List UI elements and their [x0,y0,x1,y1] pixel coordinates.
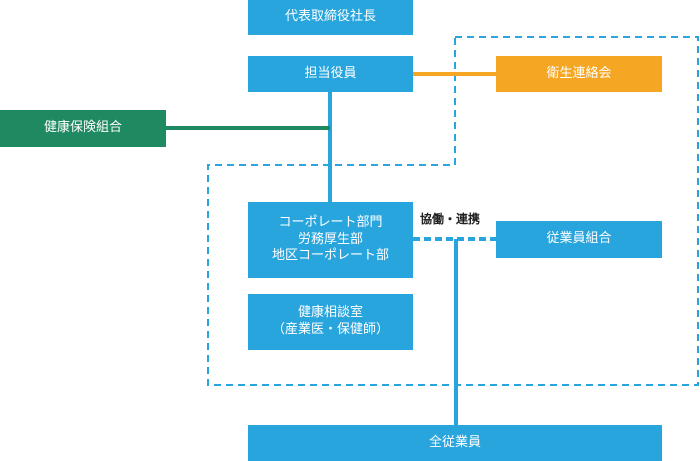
node-ceo-label: 代表取締役社長 [284,9,376,25]
node-all-employees-label: 全従業員 [428,434,481,450]
node-officer-label: 担当役員 [304,65,357,81]
dashed-scope-frame [207,36,699,386]
node-health-room: 健康相談室 （産業医・保健師） [248,294,413,350]
node-corporate-dept: コーポレート部門 労務厚生部 地区コーポレート部 [248,202,413,278]
node-safety-committee-label: 衛生連絡会 [546,65,612,81]
node-employee-union: 従業員組合 [496,221,662,258]
node-officer: 担当役員 [248,56,413,92]
node-all-employees: 全従業員 [248,425,662,461]
collaboration-label: 協働・連携 [420,212,481,226]
corporate-dept-line-2: 労務厚生部 [297,231,363,247]
node-safety-committee: 衛生連絡会 [496,56,662,92]
health-room-line-1: 健康相談室 [297,305,363,321]
corporate-dept-line-1: コーポレート部門 [278,214,383,230]
health-room-line-2: （産業医・保健師） [271,322,389,337]
corporate-dept-line-3: 地区コーポレート部 [271,248,389,264]
node-health-insurance-label: 健康保険組合 [43,120,122,136]
node-ceo: 代表取締役社長 [248,0,413,35]
node-health-insurance: 健康保険組合 [0,110,166,147]
node-employee-union-label: 従業員組合 [546,231,612,247]
